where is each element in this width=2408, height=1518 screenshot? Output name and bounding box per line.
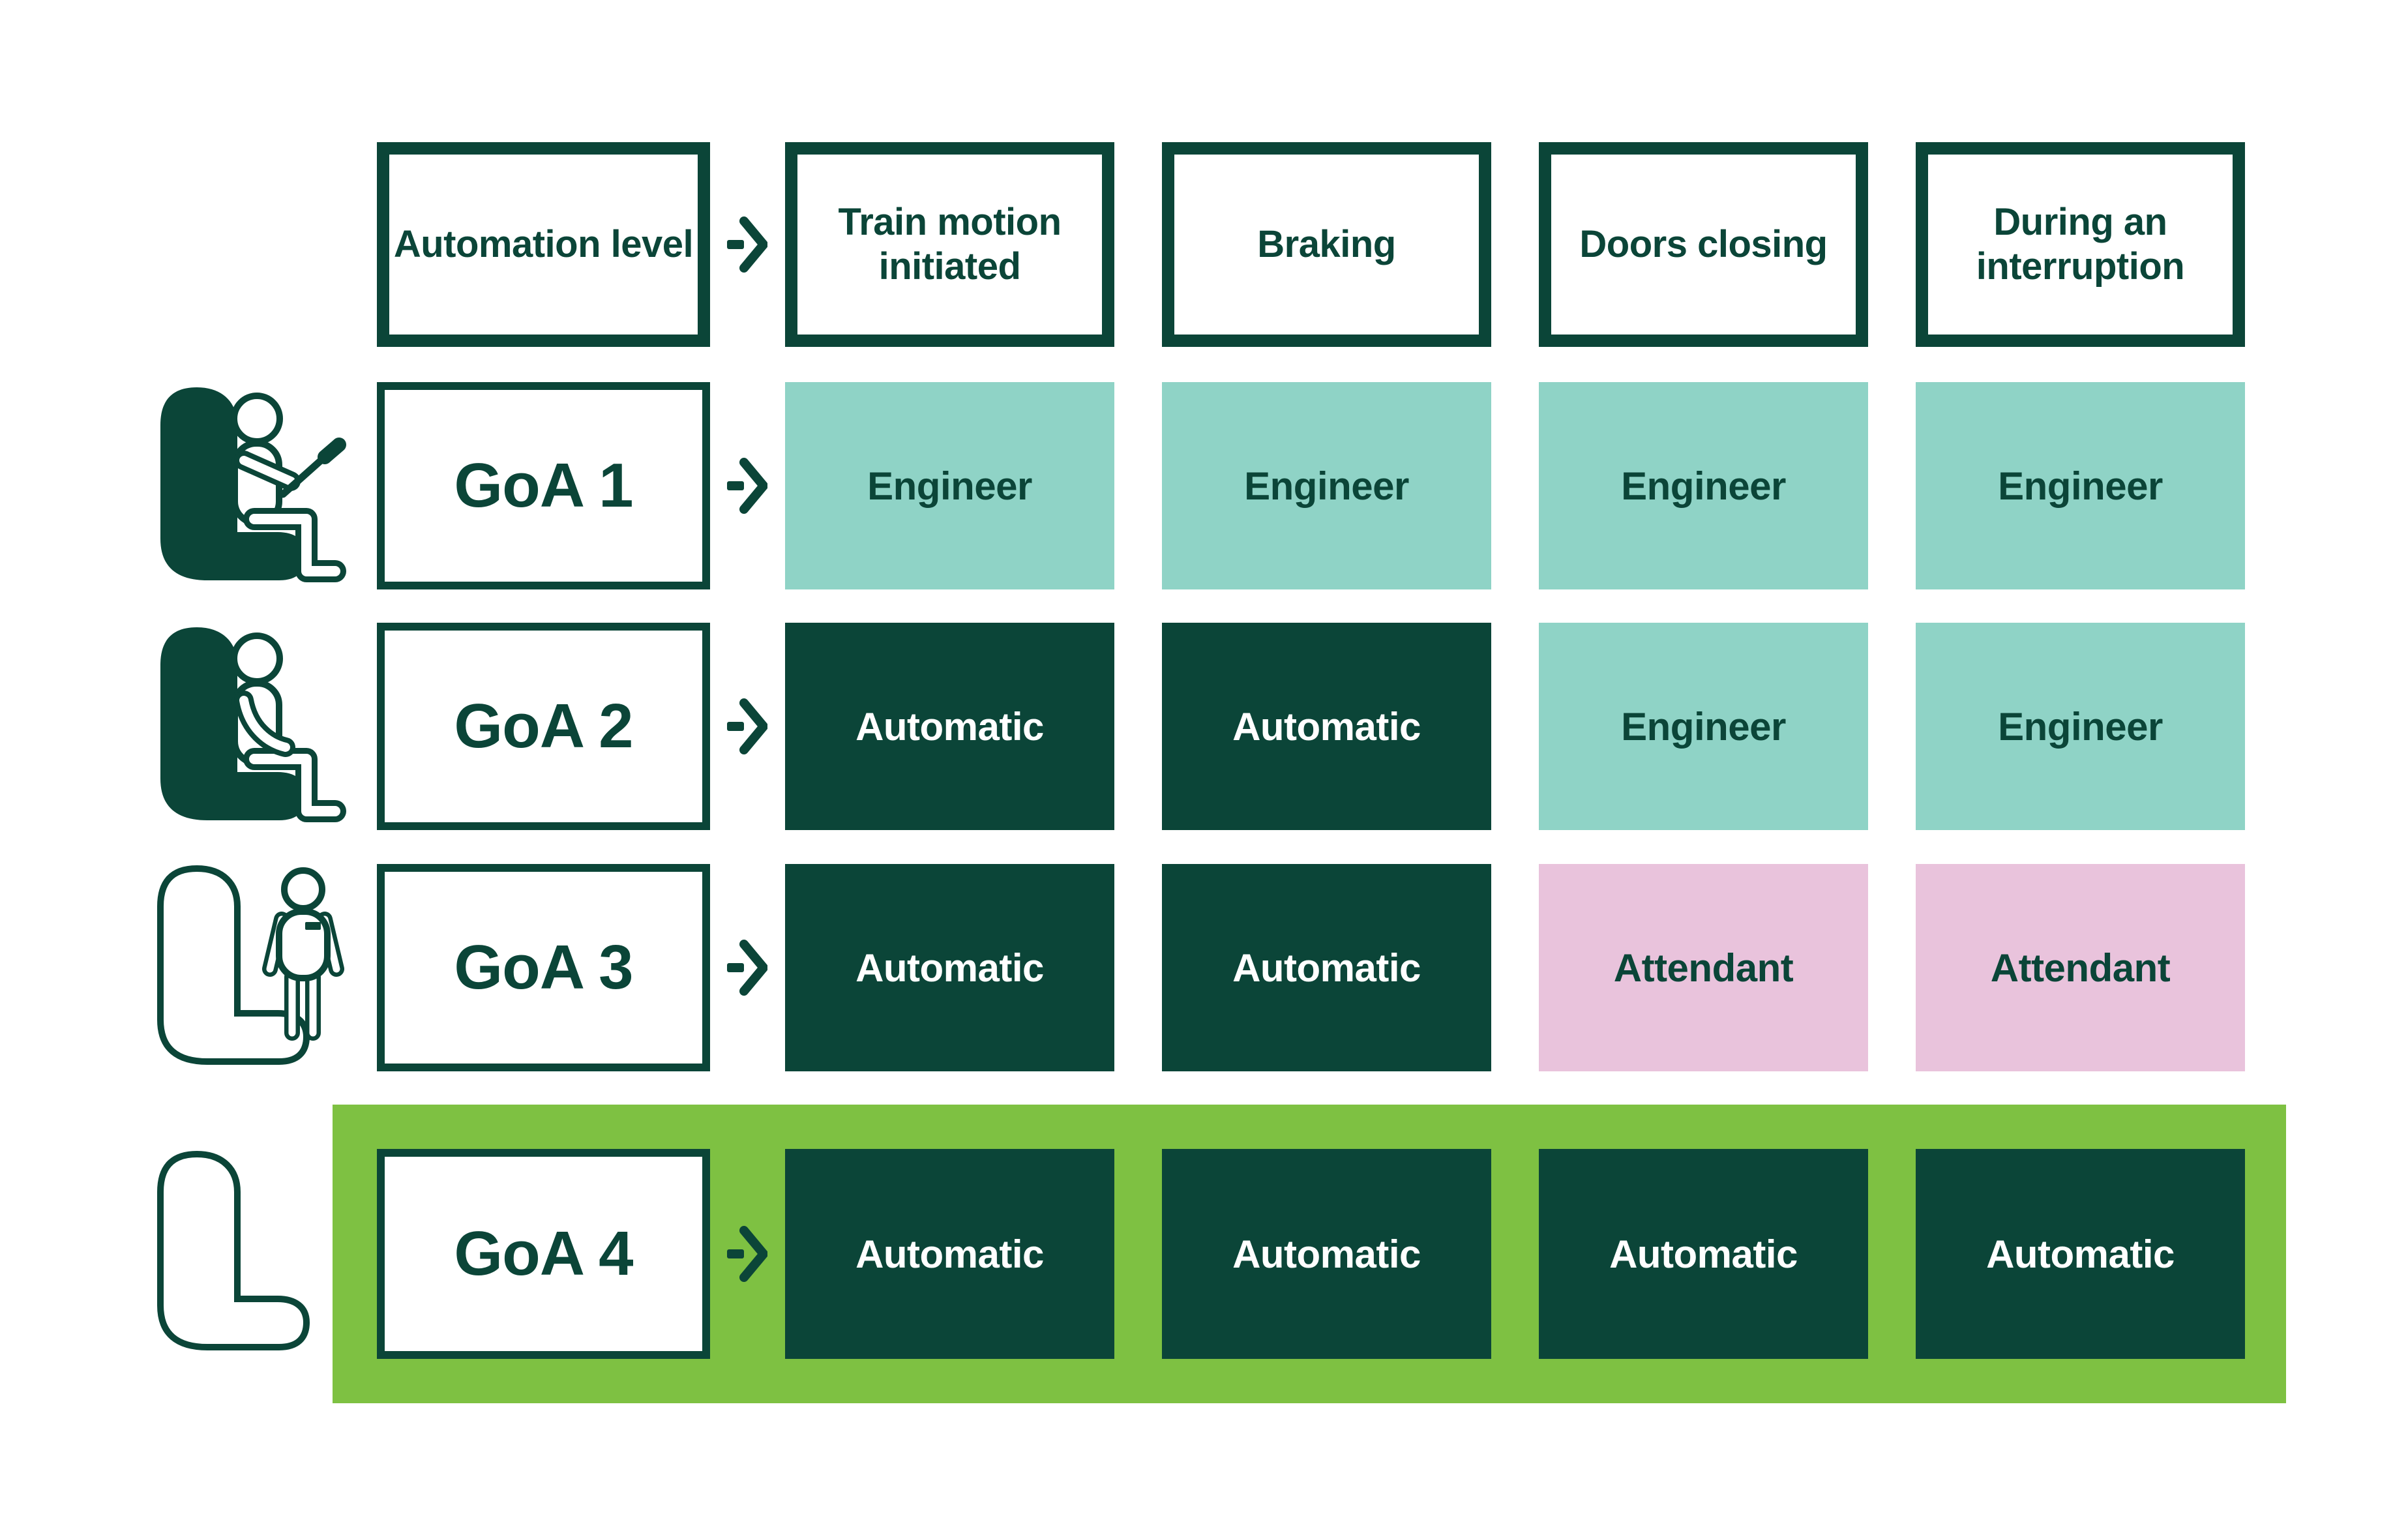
goa3-braking-cell: Automatic: [1162, 864, 1491, 1071]
goa1-level-box: GoA 1: [377, 382, 710, 589]
goa1-arrow-right-icon: [727, 454, 767, 517]
goa3-interruption-cell: Attendant: [1916, 864, 2245, 1071]
header-interruption-label: During an interruption: [1976, 201, 2185, 288]
goa4-interruption-cell: Automatic: [1916, 1149, 2245, 1359]
header-doors-closing-label: Doors closing: [1579, 223, 1828, 266]
engineer-seated-monitoring-icon: [145, 618, 366, 833]
cell-value: Automatic: [855, 945, 1044, 990]
goa2-arrow-right-icon: [727, 695, 767, 758]
cell-value: Attendant: [1613, 945, 1794, 990]
goa4-braking-cell: Automatic: [1162, 1149, 1491, 1359]
goa3-level-label: GoA 3: [454, 932, 633, 1002]
goa3-arrow-right-icon: [727, 936, 767, 999]
header-braking-label: Braking: [1257, 223, 1396, 266]
header-automation-level-box: Automation level: [377, 142, 710, 347]
goa4-arrow-right-icon: [727, 1223, 767, 1285]
header-automation-level-label: Automation level: [393, 223, 694, 266]
attendant-standing-by-empty-seat-icon: [145, 859, 366, 1075]
goa1-doors-closing-cell: Engineer: [1539, 382, 1868, 589]
goa2-level-box: GoA 2: [377, 623, 710, 830]
header-arrow-right-icon: [727, 213, 767, 276]
goa4-level-box: GoA 4: [377, 1149, 710, 1359]
cell-value: Engineer: [867, 464, 1032, 508]
goa3-level-box: GoA 3: [377, 864, 710, 1071]
goa4-train-motion-cell: Automatic: [785, 1149, 1114, 1359]
cell-value: Automatic: [855, 704, 1044, 749]
goa1-braking-cell: Engineer: [1162, 382, 1491, 589]
cell-value: Automatic: [1232, 945, 1421, 990]
cell-value: Automatic: [1232, 704, 1421, 749]
goa2-interruption-cell: Engineer: [1916, 623, 2245, 830]
cell-value: Automatic: [855, 1232, 1044, 1276]
engineer-driving-in-seat-icon: [145, 378, 366, 593]
header-braking-box: Braking: [1162, 142, 1491, 347]
empty-seat-icon: [145, 1145, 366, 1360]
goa2-braking-cell: Automatic: [1162, 623, 1491, 830]
goa1-level-label: GoA 1: [454, 451, 633, 520]
cell-value: Engineer: [1244, 464, 1409, 508]
cell-value: Automatic: [1609, 1232, 1798, 1276]
goa4-doors-closing-cell: Automatic: [1539, 1149, 1868, 1359]
cell-value: Engineer: [1998, 464, 2163, 508]
goa2-doors-closing-cell: Engineer: [1539, 623, 1868, 830]
goa2-level-label: GoA 2: [454, 691, 633, 761]
header-doors-closing-box: Doors closing: [1539, 142, 1868, 347]
goa3-train-motion-cell: Automatic: [785, 864, 1114, 1071]
goa1-train-motion-cell: Engineer: [785, 382, 1114, 589]
header-train-motion-box: Train motion initiated: [785, 142, 1114, 347]
cell-value: Automatic: [1232, 1232, 1421, 1276]
cell-value: Engineer: [1621, 704, 1786, 749]
header-train-motion-label: Train motion initiated: [838, 201, 1062, 288]
cell-value: Engineer: [1998, 704, 2163, 749]
header-interruption-box: During an interruption: [1916, 142, 2245, 347]
cell-value: Engineer: [1621, 464, 1786, 508]
goa2-train-motion-cell: Automatic: [785, 623, 1114, 830]
goa4-level-label: GoA 4: [454, 1219, 633, 1288]
goa1-interruption-cell: Engineer: [1916, 382, 2245, 589]
cell-value: Automatic: [1986, 1232, 2175, 1276]
cell-value: Attendant: [1990, 945, 2171, 990]
goa3-doors-closing-cell: Attendant: [1539, 864, 1868, 1071]
